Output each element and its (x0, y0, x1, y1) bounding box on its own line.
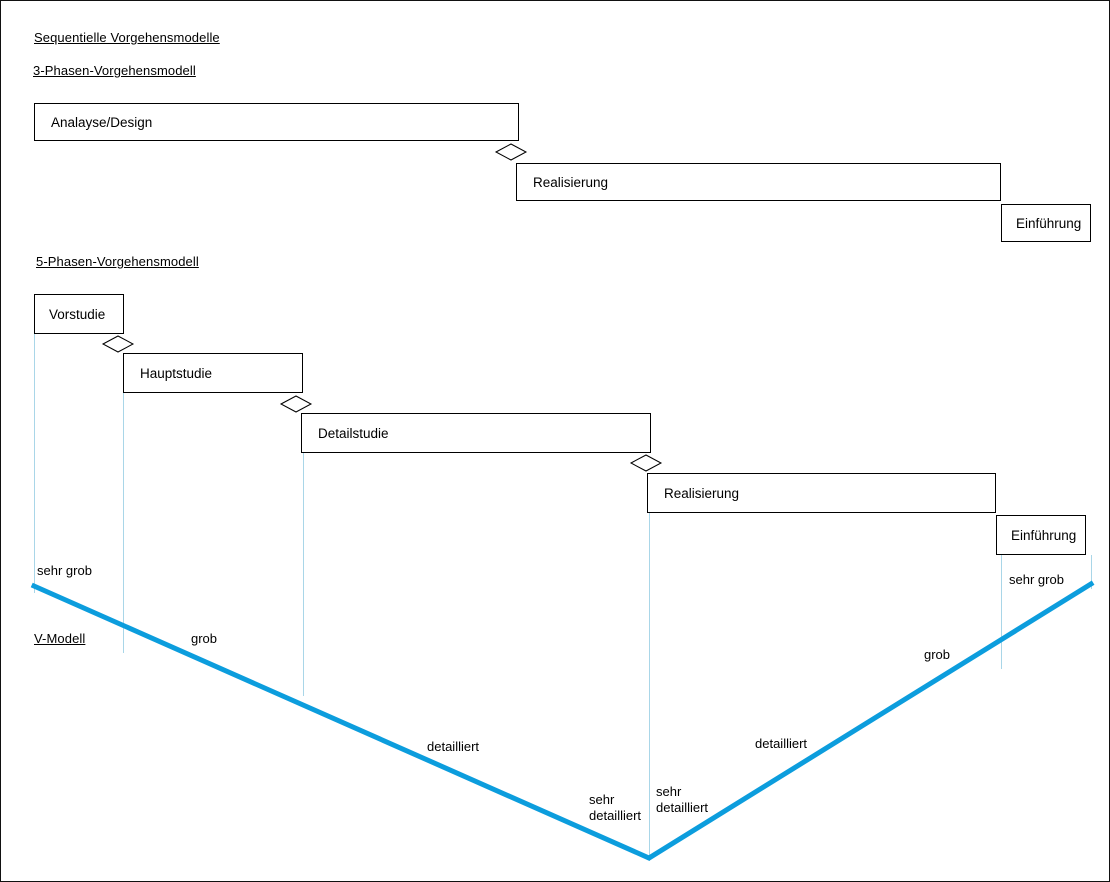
phase-box-einfuehrung-5p[interactable]: Einführung (996, 515, 1086, 555)
section-heading-3-phase: 3-Phasen-Vorgehensmodell (33, 63, 196, 78)
phase-box-analyse-design[interactable]: Analayse/Design (34, 103, 519, 141)
phase-box-label: Einführung (1011, 527, 1077, 543)
v-model-line (30, 580, 1095, 861)
phase-box-label: Einführung (1016, 215, 1082, 231)
annotation-sehr-detailliert-left: sehr detailliert (589, 792, 642, 823)
phase-box-hauptstudie[interactable]: Hauptstudie (123, 353, 303, 393)
phase-box-einfuehrung-3p[interactable]: Einführung (1001, 204, 1091, 242)
phase-box-label: Realisierung (533, 174, 609, 190)
guide-line-einfuehrung-right (1091, 555, 1092, 589)
guide-line-einfuehrung-left (1001, 555, 1002, 669)
page-title: Sequentielle Vorgehensmodelle (34, 30, 220, 45)
phase-box-label: Detailstudie (318, 425, 389, 441)
diamond-connector-5p-1 (101, 335, 135, 353)
annotation-detailliert-right: detailliert (755, 736, 808, 751)
phase-box-label: Realisierung (664, 485, 740, 501)
annotation-detailliert-left: detailliert (427, 739, 480, 754)
guide-line-vorstudie (34, 334, 35, 593)
guide-line-realisierung (649, 513, 650, 861)
phase-box-label: Analayse/Design (51, 114, 153, 130)
phase-box-label: Hauptstudie (140, 365, 213, 381)
annotation-grob-left: grob (191, 631, 218, 646)
section-heading-5-phase: 5-Phasen-Vorgehensmodell (36, 254, 199, 269)
phase-box-realisierung-3p[interactable]: Realisierung (516, 163, 1001, 201)
annotation-grob-right: grob (924, 647, 951, 662)
diamond-connector-5p-3 (629, 454, 663, 472)
annotation-sehr-grob-right: sehr grob (1009, 572, 1064, 587)
phase-box-realisierung-5p[interactable]: Realisierung (647, 473, 996, 513)
guide-line-detailstudie (303, 453, 304, 696)
phase-box-detailstudie[interactable]: Detailstudie (301, 413, 651, 453)
annotation-sehr-detailliert-right: sehr detailliert (656, 784, 709, 815)
phase-box-label: Vorstudie (49, 306, 106, 322)
guide-line-hauptstudie (123, 393, 124, 653)
annotation-sehr-grob-left: sehr grob (37, 563, 92, 578)
section-heading-v-model: V-Modell (34, 631, 86, 646)
phase-box-vorstudie[interactable]: Vorstudie (34, 294, 124, 334)
diamond-connector-3p-1 (494, 143, 528, 161)
diamond-connector-5p-2 (279, 395, 313, 413)
